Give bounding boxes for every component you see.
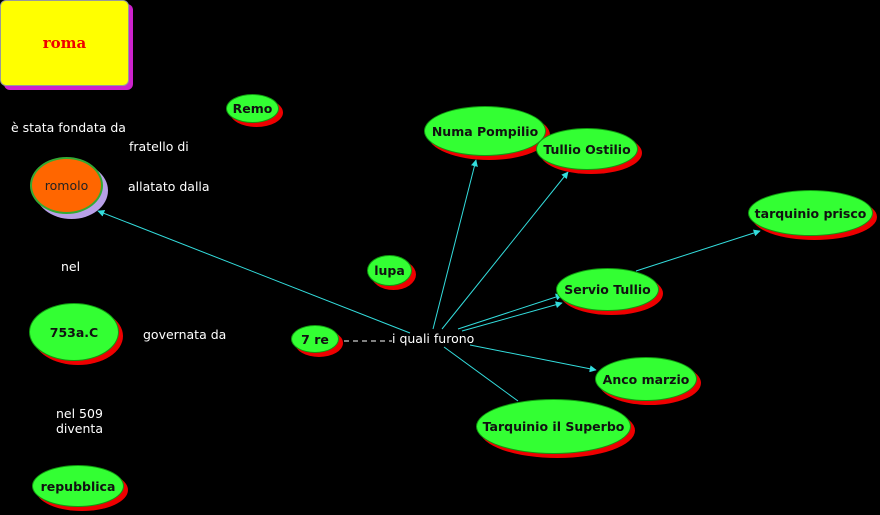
node-remo[interactable]: Remo: [226, 94, 279, 123]
node-repubblica-label: repubblica: [40, 478, 116, 494]
line-to-tarquinio-superbo: [443, 346, 519, 402]
arrow-to-servio-tullio-a: [457, 293, 563, 330]
node-numa-pompilio-label: Numa Pompilio: [431, 123, 539, 139]
label-nel: nel: [61, 259, 81, 274]
node-7-re[interactable]: 7 re: [291, 325, 339, 353]
node-tullio-ostilio-label: Tullio Ostilio: [543, 141, 631, 157]
node-romolo-label: romolo: [44, 178, 89, 193]
node-tarquinio-prisco-label: tarquinio prisco: [754, 205, 867, 221]
node-tarquinio-superbo[interactable]: Tarquinio il Superbo: [476, 399, 631, 454]
node-tullio-ostilio[interactable]: Tullio Ostilio: [536, 128, 638, 170]
node-lupa-label: lupa: [374, 263, 405, 278]
label-fratello-di: fratello di: [129, 139, 189, 154]
node-numa-pompilio[interactable]: Numa Pompilio: [424, 106, 546, 156]
label-i-quali-furono: i quali furono: [392, 331, 475, 346]
node-lupa[interactable]: lupa: [367, 255, 412, 286]
node-tarquinio-prisco[interactable]: tarquinio prisco: [748, 190, 873, 236]
label-fondata-da: è stata fondata da: [11, 120, 126, 135]
arrow-to-numa-pompilio: [432, 159, 478, 330]
label-governata-da: governata da: [143, 327, 227, 342]
arrow-to-tullio-ostilio: [441, 171, 569, 330]
node-753ac-label: 753a.C: [49, 324, 99, 340]
arrow-to-tarquinio-prisco: [635, 229, 761, 272]
node-anco-marzio-label: Anco marzio: [602, 371, 690, 387]
label-nel-509-diventa: nel 509 diventa: [56, 406, 103, 436]
arrow-to-romolo: [97, 210, 411, 334]
arrow-to-anco-marzio: [469, 344, 597, 373]
roma-title-box[interactable]: roma: [0, 0, 129, 86]
node-romolo[interactable]: romolo: [30, 157, 103, 214]
node-servio-tullio[interactable]: Servio Tullio: [556, 268, 659, 311]
node-remo-label: Remo: [232, 101, 273, 116]
node-tarquinio-superbo-label: Tarquinio il Superbo: [482, 419, 625, 434]
node-7-re-label: 7 re: [301, 331, 329, 347]
arrow-to-servio-tullio-b: [461, 301, 563, 332]
node-servio-tullio-label: Servio Tullio: [564, 282, 651, 297]
label-allatato-dalla: allatato dalla: [128, 179, 210, 194]
roma-title-text: roma: [42, 34, 87, 52]
node-753ac[interactable]: 753a.C: [29, 303, 119, 361]
node-repubblica[interactable]: repubblica: [32, 465, 124, 507]
node-anco-marzio[interactable]: Anco marzio: [595, 357, 697, 401]
